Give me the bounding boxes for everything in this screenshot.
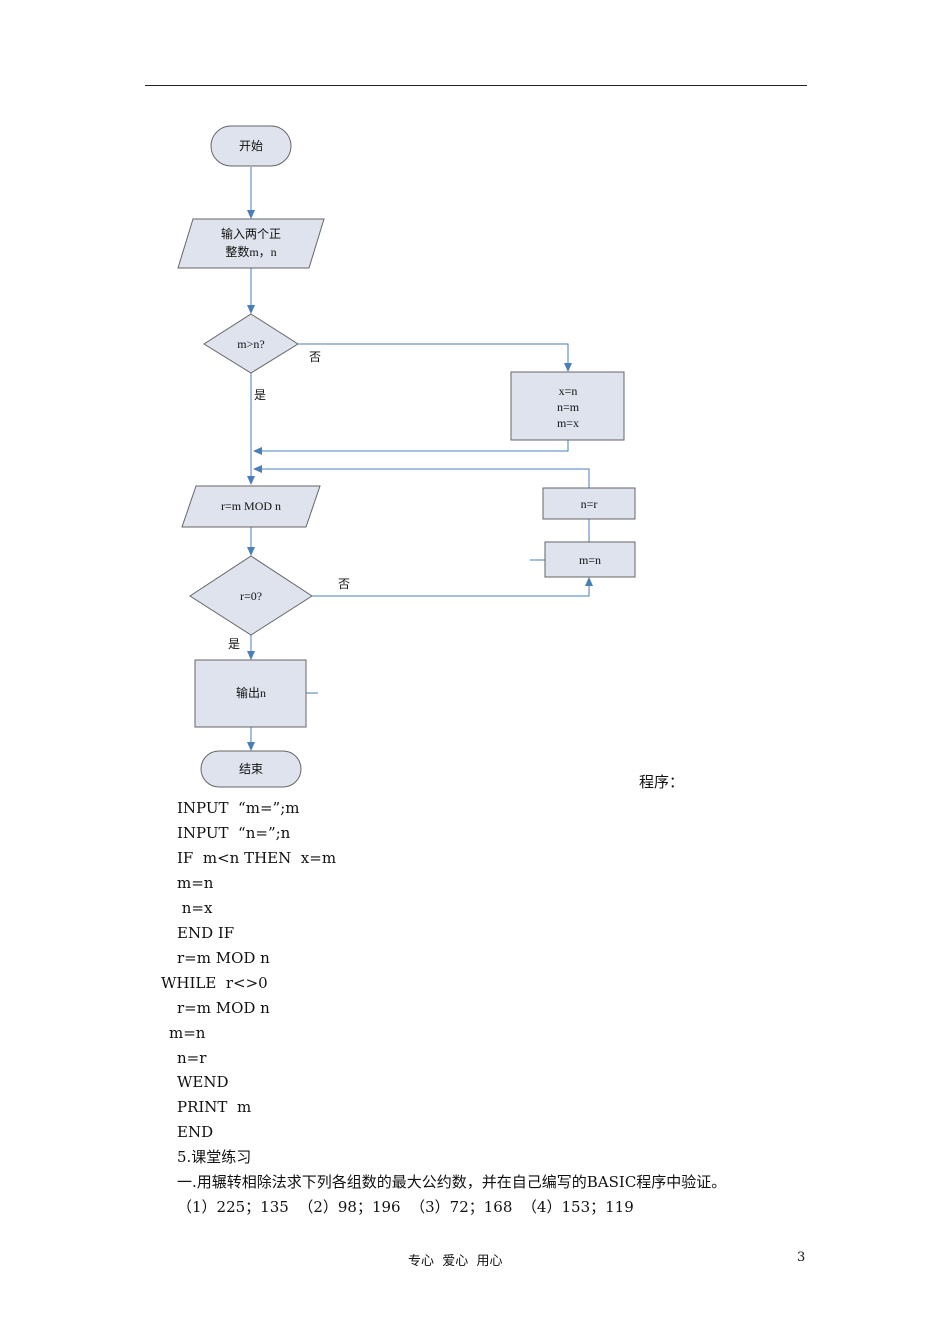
output-box [194, 659, 307, 728]
code-line: n=r [177, 1049, 207, 1067]
exercise-items: （1）225；135 （2）98；196 （3）72；168 （4）153；11… [177, 1198, 634, 1216]
end-label: 结束 [239, 762, 263, 776]
flow-arrow-swap-return [253, 440, 569, 455]
output-label: 输出n [236, 685, 266, 700]
start-label: 开始 [239, 139, 263, 153]
code-line: IF m<n THEN x=m [177, 849, 337, 867]
flow-arrow-decision2-no [312, 577, 593, 597]
code-line: PRINT m [177, 1098, 252, 1116]
start-terminal [210, 125, 292, 167]
swap-line-1: x=n [559, 384, 578, 398]
exercise-text: 一.用辗转相除法求下列各组数的最大公约数，并在自己编写的BASIC程序中验证。 [177, 1173, 727, 1191]
decision2-yes-label: 是 [228, 637, 240, 651]
decision2-label: r=0? [240, 589, 262, 603]
page-number: 3 [797, 1250, 806, 1265]
end-terminal [200, 750, 302, 788]
code-line: WHILE r<>0 [161, 974, 268, 992]
swap-box [510, 371, 625, 441]
update-m-box [544, 541, 636, 578]
code-line: END IF [177, 924, 235, 942]
code-line: WEND [177, 1073, 229, 1091]
swap-line-2: n=m [557, 400, 580, 414]
code-line: INPUT “m=”;m [177, 799, 300, 817]
code-line: END [177, 1123, 214, 1141]
decision2-no-label: 否 [338, 577, 350, 591]
code-line: r=m MOD n [177, 949, 270, 967]
decision1-label: m>n? [237, 337, 264, 351]
swap-line-3: m=x [557, 416, 579, 430]
compute-label: r=m MOD n [221, 499, 281, 513]
decision1-yes-label: 是 [254, 388, 266, 402]
code-line: INPUT “n=”;n [177, 824, 291, 842]
code-line: m=n [177, 874, 214, 892]
update-m-label: m=n [579, 553, 601, 567]
input-label-line2: 整数m，n [225, 244, 276, 259]
code-line: m=n [169, 1024, 206, 1042]
footer-slogan: 专心 爱心 用心 [408, 1254, 503, 1269]
decision1-no-label: 否 [309, 350, 321, 364]
compute-parallelogram [181, 485, 321, 528]
flow-arrow-loop-return [253, 465, 590, 488]
program-label: 程序： [639, 773, 685, 791]
code-line: n=x [177, 899, 213, 917]
code-line: r=m MOD n [177, 999, 270, 1017]
decision1-diamond [203, 313, 299, 374]
input-label-line1: 输入两个正 [221, 226, 281, 241]
input-parallelogram [177, 218, 325, 269]
update-n-label: n=r [581, 497, 598, 511]
header-rule [145, 85, 807, 86]
decision2-diamond [189, 555, 313, 636]
update-n-box [542, 487, 636, 520]
section-title: 5.课堂练习 [177, 1148, 252, 1166]
gcd-flowchart: 开始 输入两个正 整数m，n m>n? 否 是 x=n n=m m=x r=m … [177, 125, 636, 788]
flow-arrow-decision1-no [298, 343, 572, 372]
